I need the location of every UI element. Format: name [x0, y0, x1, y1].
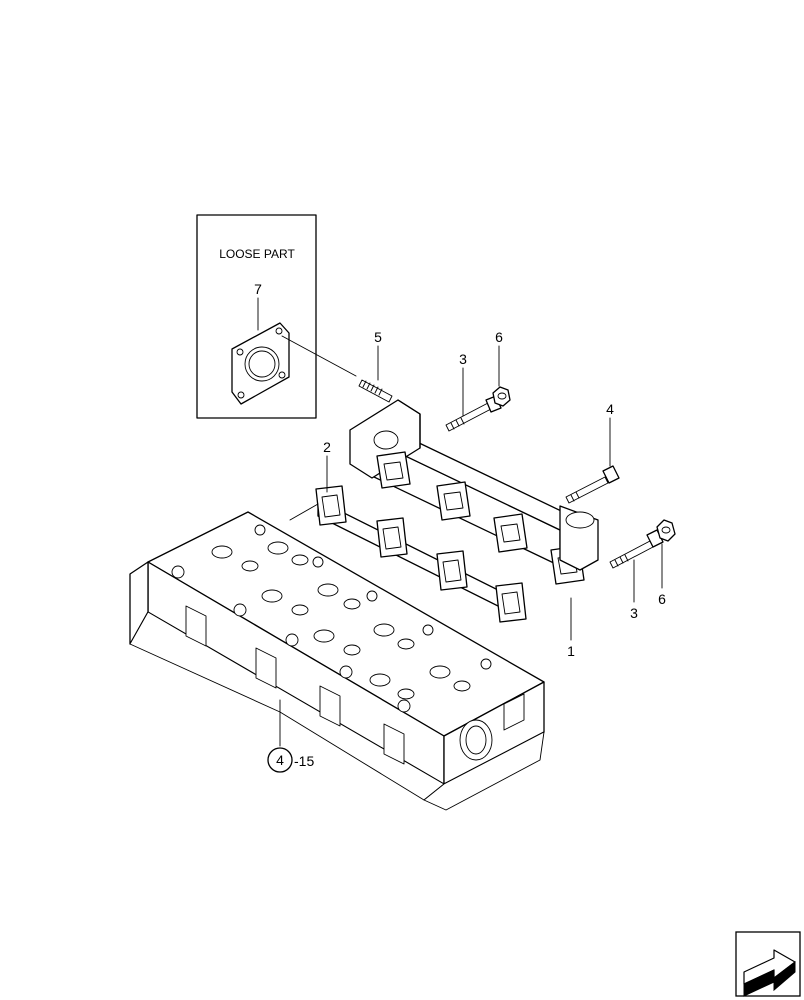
callout-5: 5 [374, 329, 382, 345]
callout-1: 1 [567, 643, 575, 659]
stud-bolt-icon [358, 379, 393, 403]
callout-7: 7 [254, 281, 262, 297]
nut-icon [492, 386, 511, 407]
callout-2: 2 [323, 439, 331, 455]
reference-number: 4 [276, 752, 284, 768]
exhaust-manifold-icon [349, 399, 599, 585]
callout-3-lower: 3 [630, 605, 638, 621]
long-bolt-icon [445, 395, 502, 432]
long-bolt-lower-icon [609, 529, 664, 569]
reference-suffix: -15 [294, 753, 314, 769]
leader-gasket-to-head [289, 503, 319, 521]
callout-6-upper: 6 [495, 329, 503, 345]
manifold-gasket-icon [315, 485, 527, 623]
leader-7-to-stud [281, 335, 357, 377]
reference-circle-icon [267, 747, 293, 773]
nut-lower-icon [656, 519, 676, 542]
inset-title: LOOSE PART [219, 247, 295, 261]
callout-6-lower: 6 [658, 591, 666, 607]
flange-gasket-icon [231, 322, 290, 405]
next-page-arrow-icon[interactable] [735, 931, 801, 997]
bolt-4-icon [565, 465, 620, 504]
reference-callout: 4 -15 [267, 699, 314, 773]
callout-4: 4 [606, 401, 614, 417]
callout-3-upper: 3 [459, 351, 467, 367]
loose-part-inset: LOOSE PART 7 [196, 214, 357, 419]
inset-frame [196, 214, 317, 419]
cylinder-head-icon [129, 511, 545, 811]
